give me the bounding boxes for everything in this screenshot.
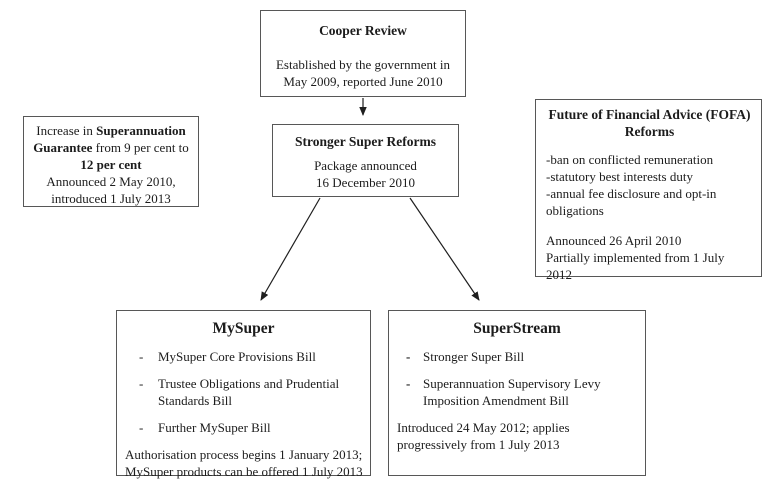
bullet-text: Stronger Super Bill xyxy=(423,349,525,364)
bullet-dash: - xyxy=(406,376,411,391)
bullet-item: - Trustee Obligations and Prudential Sta… xyxy=(117,375,370,409)
bullet-dash: - xyxy=(406,349,411,364)
stronger-super-title: Stronger Super Reforms xyxy=(295,134,436,149)
sg-line: Announced 2 May 2010, xyxy=(46,174,176,189)
fofa-announce-line: Announced 26 April 2010 xyxy=(546,233,682,248)
cooper-review-body-line: May 2009, reported June 2010 xyxy=(283,74,443,89)
cooper-review-box: Cooper Review Established by the governm… xyxy=(260,10,466,97)
sg-line: 12 per cent xyxy=(24,156,198,173)
fofa-announce-line: 2012 xyxy=(546,267,572,282)
cooper-review-title: Cooper Review xyxy=(319,23,407,38)
bullet-text-line: Standards Bill xyxy=(158,393,233,408)
bullet-dash: - xyxy=(139,420,144,435)
sg-text-bold: Guarantee xyxy=(33,140,93,155)
arrow-stronger-to-mysuper xyxy=(260,197,321,301)
mysuper-footer-line: Authorisation process begins 1 January 2… xyxy=(125,447,363,462)
fofa-item: obligations xyxy=(546,203,604,218)
bullet-text-line: Superannuation Supervisory Levy xyxy=(423,376,601,391)
bullet-item: - Stronger Super Bill xyxy=(389,348,645,365)
sg-text: from 9 per cent to xyxy=(95,140,189,155)
fofa-item: -ban on conflicted remuneration xyxy=(546,152,714,167)
bullet-text-line: Imposition Amendment Bill xyxy=(423,393,569,408)
bullet-text: Trustee Obligations and Prudential Stand… xyxy=(158,375,370,409)
mysuper-title: MySuper xyxy=(212,320,275,337)
fofa-reforms-box: Future of Financial Advice (FOFA) Reform… xyxy=(535,99,762,282)
mysuper-footer-line: MySuper products can be offered 1 July 2… xyxy=(125,464,363,479)
mysuper-box: MySuper - MySuper Core Provisions Bill -… xyxy=(116,310,371,479)
sg-text-bold: Superannuation xyxy=(96,123,186,138)
mysuper-footer: Authorisation process begins 1 January 2… xyxy=(117,446,370,480)
fofa-item: -annual fee disclosure and opt-in xyxy=(546,186,717,201)
cooper-review-body-line: Established by the government in xyxy=(275,57,451,72)
superstream-box: SuperStream - Stronger Super Bill - Supe… xyxy=(388,310,646,476)
stronger-super-reforms-box: Stronger Super Reforms Package announced… xyxy=(272,124,459,197)
bullet-item: - Further MySuper Bill xyxy=(117,419,370,436)
bullet-text: Superannuation Supervisory Levy Impositi… xyxy=(423,375,645,409)
sg-line: Increase in Superannuation xyxy=(24,122,198,139)
bullet-dash: - xyxy=(139,376,144,391)
bullet-text-line: Trustee Obligations and Prudential xyxy=(158,376,340,391)
fofa-announce-line: Partially implemented from 1 July xyxy=(546,250,725,265)
stronger-super-body-line: 16 December 2010 xyxy=(316,175,415,190)
bullet-item: - MySuper Core Provisions Bill xyxy=(117,348,370,365)
fofa-item: -statutory best interests duty xyxy=(546,169,693,184)
fofa-announcement: Announced 26 April 2010 Partially implem… xyxy=(546,232,753,283)
superstream-footer-line: progressively from 1 July 2013 xyxy=(397,437,560,452)
fofa-title-line: Future of Financial Advice (FOFA) xyxy=(548,107,751,122)
sg-text-bold: 12 per cent xyxy=(80,157,142,172)
sg-line: introduced 1 July 2013 xyxy=(51,191,171,206)
bullet-dash: - xyxy=(139,349,144,364)
bullet-text: Further MySuper Bill xyxy=(158,420,271,435)
bullet-text: MySuper Core Provisions Bill xyxy=(158,349,316,364)
superstream-footer: Introduced 24 May 2012; applies progress… xyxy=(389,419,645,453)
stronger-super-body-line: Package announced xyxy=(314,158,417,173)
superstream-title: SuperStream xyxy=(473,320,561,337)
arrow-stronger-to-superstream xyxy=(409,197,480,301)
sg-text: Increase in xyxy=(36,123,93,138)
fofa-title-line: Reforms xyxy=(624,124,675,139)
superstream-footer-line: Introduced 24 May 2012; applies xyxy=(397,420,570,435)
sg-line: Guarantee from 9 per cent to xyxy=(24,139,198,156)
fofa-title: Future of Financial Advice (FOFA) Reform… xyxy=(546,106,753,140)
bullet-item: - Superannuation Supervisory Levy Imposi… xyxy=(389,375,645,409)
superannuation-guarantee-box: Increase in Superannuation Guarantee fro… xyxy=(23,116,199,207)
